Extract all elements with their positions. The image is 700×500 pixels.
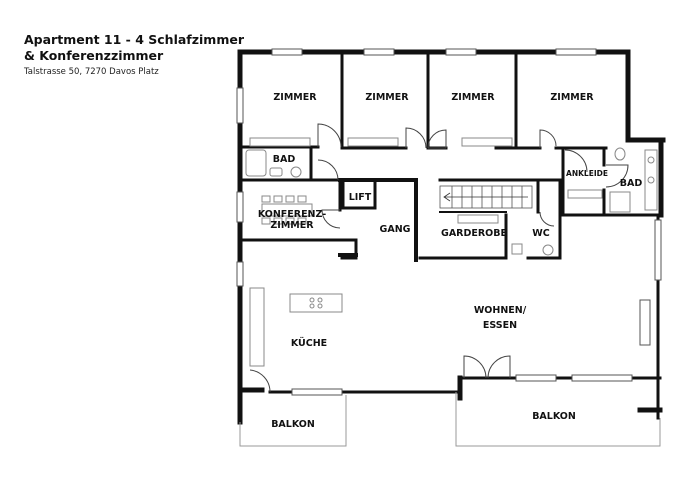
stair-outline bbox=[439, 185, 533, 209]
staircase bbox=[439, 185, 533, 209]
wall-gang-column bbox=[340, 238, 358, 260]
label-bad-left: BAD bbox=[273, 154, 296, 165]
plan-title: Apartment 11 - 4 Schlafzimmer & Konferen… bbox=[24, 32, 244, 64]
label-garderobe: GARDEROBE bbox=[441, 228, 507, 239]
plan-title-line2: & Konferenzzimmer bbox=[24, 48, 164, 63]
door-balkon-right-a bbox=[463, 355, 487, 379]
label-zimmer-3: ZIMMER bbox=[451, 92, 495, 103]
window-left-1 bbox=[236, 87, 244, 124]
kitchen-counter bbox=[249, 287, 265, 367]
label-zimmer-1: ZIMMER bbox=[273, 92, 317, 103]
window-zimmer4 bbox=[555, 48, 597, 56]
label-wohnen-line1: WOHNEN/ bbox=[474, 305, 527, 316]
garderobe-closet bbox=[457, 214, 499, 224]
window-right-2 bbox=[639, 299, 651, 346]
door-zimmer2 bbox=[405, 127, 427, 149]
door-balkon-left bbox=[249, 369, 271, 393]
door-konferenz bbox=[321, 209, 341, 229]
toilet-right-icon bbox=[614, 147, 626, 161]
wardrobe-zimmer3 bbox=[461, 137, 513, 147]
washbasin-icon bbox=[269, 167, 283, 177]
doors bbox=[249, 123, 629, 393]
label-kueche: KÜCHE bbox=[291, 338, 327, 349]
door-zimmer1 bbox=[317, 123, 342, 148]
door-bad-right bbox=[605, 164, 629, 188]
washbasin-wc-icon bbox=[511, 243, 523, 255]
label-konferenz-line1: KONFERENZ- bbox=[258, 209, 326, 220]
conference-table-icon bbox=[261, 203, 313, 217]
balkon-right-outline bbox=[455, 392, 661, 447]
room-labels: ZIMMER ZIMMER ZIMMER ZIMMER BAD ANKLEIDE… bbox=[258, 92, 643, 430]
label-gang: GANG bbox=[380, 224, 411, 235]
plan-title-line1: Apartment 11 - 4 Schlafzimmer bbox=[24, 32, 244, 47]
plan-address: Talstrasse 50, 7270 Davos Platz bbox=[24, 67, 159, 77]
door-zimmer3 bbox=[427, 129, 447, 149]
window-right-1 bbox=[654, 219, 662, 281]
label-bad-right: BAD bbox=[620, 178, 643, 189]
balconies bbox=[239, 392, 661, 447]
shower-icon bbox=[609, 191, 631, 213]
window-kitchen-bottom bbox=[291, 388, 343, 396]
label-zimmer-4: ZIMMER bbox=[550, 92, 594, 103]
bathtub-icon bbox=[245, 149, 267, 177]
window-zimmer2 bbox=[363, 48, 395, 56]
window-zimmer1 bbox=[271, 48, 303, 56]
label-balkon-right: BALKON bbox=[532, 411, 576, 422]
door-zimmer4 bbox=[539, 129, 557, 148]
windows bbox=[236, 48, 662, 396]
wardrobe-zimmer1 bbox=[249, 137, 311, 147]
label-lift: LIFT bbox=[349, 192, 372, 203]
window-living-bottom-1 bbox=[515, 374, 557, 382]
kitchen-island-icon bbox=[289, 293, 343, 313]
door-ankleide bbox=[564, 149, 588, 173]
window-zimmer3 bbox=[445, 48, 477, 56]
wardrobe-zimmer2 bbox=[347, 137, 399, 147]
door-wc bbox=[539, 211, 555, 227]
label-konferenz-line2: ZIMMER bbox=[270, 220, 314, 231]
balkon-left-outline bbox=[239, 395, 347, 447]
label-zimmer-2: ZIMMER bbox=[365, 92, 409, 103]
fixtures bbox=[245, 137, 658, 367]
window-left-2 bbox=[236, 191, 244, 223]
label-wohnen-line2: ESSEN bbox=[483, 320, 517, 331]
toilet-wc-icon bbox=[542, 244, 554, 256]
toilet-icon bbox=[290, 166, 302, 178]
label-balkon-left: BALKON bbox=[271, 419, 315, 430]
label-ankleide: ANKLEIDE bbox=[566, 169, 608, 178]
ankleide-shelf bbox=[567, 189, 603, 199]
lift-shaft bbox=[341, 178, 377, 210]
door-balkon-right-b bbox=[487, 355, 511, 379]
label-wc: WC bbox=[532, 228, 549, 239]
stair-arrow-icon bbox=[443, 192, 528, 202]
door-bad-left bbox=[317, 159, 339, 181]
window-left-3 bbox=[236, 261, 244, 287]
window-living-bottom-2 bbox=[571, 374, 633, 382]
